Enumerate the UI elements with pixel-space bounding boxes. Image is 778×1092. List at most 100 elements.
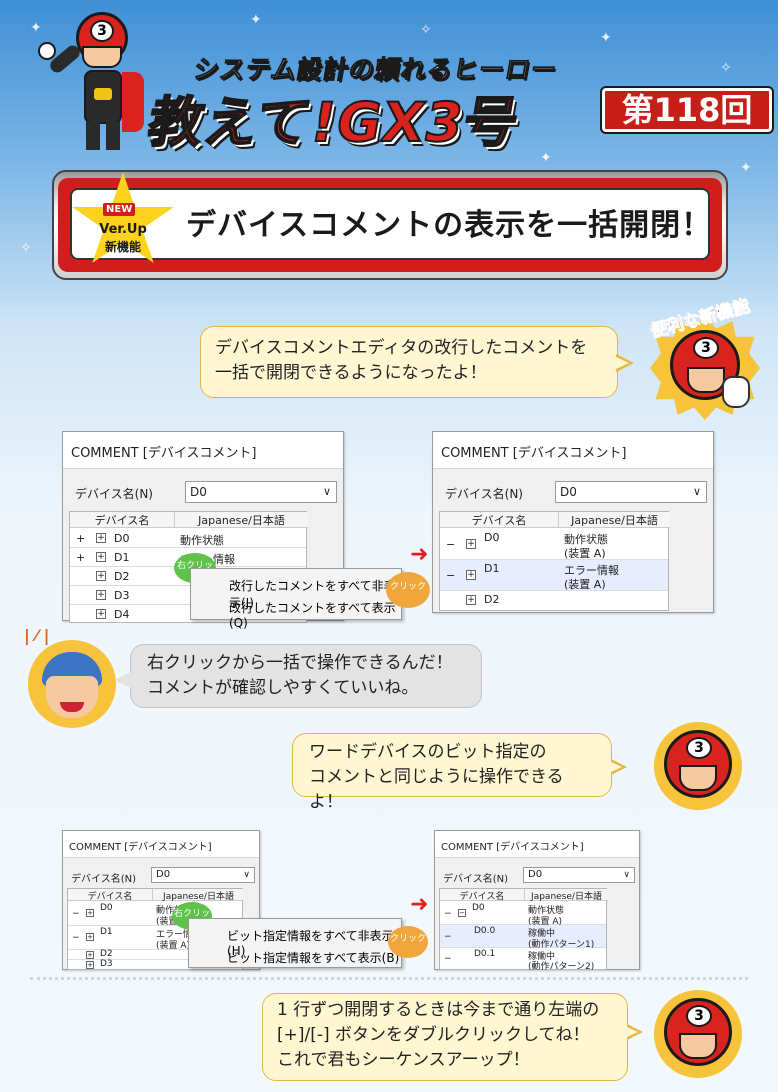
chevron-down-icon: ∨ <box>692 485 701 498</box>
col-device: デバイス名 <box>440 512 558 528</box>
row-comment[interactable]: 稼働中 <box>528 952 556 962</box>
sparkle: ✧ <box>420 22 432 38</box>
sparkle: ✦ <box>540 150 552 166</box>
hero-mascot: 3 <box>30 12 150 152</box>
exclaim-lines-icon: | ⁄ | <box>24 626 50 645</box>
device-name-select[interactable]: D0 ∨ <box>523 867 635 883</box>
bubble-tail <box>614 356 629 370</box>
collapse-toggle-icon[interactable]: + <box>86 909 94 917</box>
collapse-toggle-icon[interactable]: + <box>466 570 476 580</box>
table-row: − + D0 動作状態 (装置 A) <box>440 529 668 560</box>
comment-grid: デバイス名 Japanese/日本語 − + D0 動作状態 (装置 A) − … <box>67 888 244 970</box>
bubble4-line2: [+]/[-] ボタンをダブルクリックしてね！ <box>277 1025 590 1045</box>
collapse-toggle-icon[interactable]: + <box>466 539 476 549</box>
row-comment-sub: (動作パターン2) <box>528 962 595 972</box>
chevron-down-icon: ∨ <box>243 870 250 880</box>
device-value: D0 <box>528 869 543 880</box>
col-lang: Japanese/日本語 <box>558 512 670 528</box>
row-device: D3 <box>100 959 113 969</box>
bubble1-line2: 一括で開閉できるようになったよ！ <box>215 363 487 383</box>
hero-face-icon: 3 <box>654 990 742 1078</box>
table-row: − D0.1 稼働中 (動作パターン2) <box>440 948 606 972</box>
menu-item-hide-all[interactable]: 改行したコメントをすべて非表示(J) <box>229 579 396 610</box>
banner-title: デバイスコメントの表示を一括開閉！ <box>186 208 713 243</box>
menu-item-show-bits[interactable]: ビット指定情報をすべて表示(B) <box>227 951 400 965</box>
speech-bubble-1: デバイスコメントエディタの改行したコメントを 一括で開閉できるようになったよ！ <box>200 326 618 398</box>
row-comment-sub: (動作パターン1) <box>528 940 595 950</box>
speech-bubble-2: 右クリックから一括で操作できるんだ！ コメントが確認しやすくていいね。 <box>130 644 482 708</box>
click-indicator: クリック <box>386 572 430 608</box>
hero-number: 3 <box>693 337 719 359</box>
expand-toggle-icon[interactable]: + <box>96 533 106 543</box>
header-title: 教えて!GX3号 <box>143 90 526 155</box>
hero-number: 3 <box>686 737 712 759</box>
row-device: D4 <box>114 608 130 621</box>
expand-toggle-icon[interactable]: + <box>96 590 106 600</box>
window-title: COMMENT [デバイスコメント] <box>441 842 584 853</box>
bubble2-line1: 右クリックから一括で操作できるんだ！ <box>147 653 453 673</box>
expand-toggle-icon[interactable]: + <box>86 951 94 959</box>
context-menu-1: 改行したコメントをすべて非表示(J) 改行したコメントをすべて表示(Q) <box>190 568 402 630</box>
row-device: D1 <box>484 562 500 575</box>
device-value: D0 <box>190 485 207 499</box>
row-comment[interactable]: エラー情報 <box>564 564 619 577</box>
device-value: D0 <box>560 485 577 499</box>
row-comment[interactable]: 稼働中 <box>528 929 556 939</box>
row-device: D0.0 <box>474 926 496 936</box>
expand-toggle-icon[interactable]: + <box>96 609 106 619</box>
device-name-select[interactable]: D0 ∨ <box>151 867 255 883</box>
new-tag: NEW <box>103 203 136 216</box>
device-name-label: デバイス名(N) <box>445 487 523 501</box>
menu-item-show-all[interactable]: 改行したコメントをすべて表示(Q) <box>229 601 396 630</box>
expand-toggle-icon[interactable]: + <box>466 595 476 605</box>
device-value: D0 <box>156 869 171 880</box>
table-row: + D3 <box>68 959 242 970</box>
row-sign: − <box>72 933 80 943</box>
bubble-tail <box>609 761 622 773</box>
device-name-select[interactable]: D0 ∨ <box>555 481 707 503</box>
expand-toggle-icon[interactable]: + <box>96 571 106 581</box>
col-lang: Japanese/日本語 <box>524 889 608 902</box>
row-comment-sub: (装置 A) <box>564 578 606 591</box>
device-name-label: デバイス名(N) <box>75 487 153 501</box>
row-device: D2 <box>114 570 130 583</box>
table-row: − − D0 動作状態 (装置 A) <box>440 902 606 927</box>
row-comment[interactable]: 動作状態 <box>180 534 224 547</box>
row-device: D0 <box>472 903 485 913</box>
comment-grid: デバイス名 Japanese/日本語 − + D0 動作状態 (装置 A) − … <box>439 511 670 611</box>
row-sign: − <box>444 932 452 942</box>
sparkle: ✦ <box>250 12 262 28</box>
row-device: D0 <box>114 532 130 545</box>
comment-window-4: COMMENT [デバイスコメント] デバイス名(N) D0 ∨ デバイス名 J… <box>434 830 640 972</box>
row-device: D0 <box>484 531 500 544</box>
sparkle: ✦ <box>600 30 612 46</box>
row-comment[interactable]: エラー情報 <box>156 930 202 940</box>
hero-face-icon: 3 <box>654 722 742 810</box>
hero-number: 3 <box>90 20 114 42</box>
collapse-toggle-icon[interactable]: − <box>458 909 466 917</box>
row-sign: + <box>76 532 86 545</box>
dotted-divider <box>30 977 748 980</box>
row-device: D1 <box>100 927 113 937</box>
row-comment[interactable]: 動作状態 <box>564 533 608 546</box>
col-device: デバイス名 <box>440 889 524 902</box>
row-sign: − <box>446 538 456 551</box>
table-row: + D4 <box>70 605 306 622</box>
arrow-right-icon: ➜ <box>410 892 429 917</box>
expand-toggle-icon[interactable]: + <box>86 961 94 969</box>
row-comment[interactable]: 動作状態 <box>528 906 565 916</box>
bubble-tail <box>114 672 131 688</box>
banner-inner <box>70 188 710 260</box>
chevron-down-icon: ∨ <box>623 870 630 880</box>
device-name-select[interactable]: D0 ∨ <box>185 481 337 503</box>
bubble-tail <box>625 1026 638 1038</box>
expand-toggle-icon[interactable]: + <box>96 552 106 562</box>
collapse-toggle-icon[interactable]: + <box>86 933 94 941</box>
row-comment-sub: (装置 A) <box>528 917 563 927</box>
menu-item-hide-bits[interactable]: ビット指定情報をすべて非表示(H) <box>227 929 394 958</box>
bubble1-line1: デバイスコメントエディタの改行したコメントを <box>215 338 588 358</box>
table-row: − + D1 エラー情報 (装置 A) <box>68 926 242 951</box>
sparkle: ✦ <box>30 20 42 36</box>
bubble2-line2: コメントが確認しやすくていいね。 <box>147 678 419 698</box>
table-row: + D2 <box>68 949 242 960</box>
